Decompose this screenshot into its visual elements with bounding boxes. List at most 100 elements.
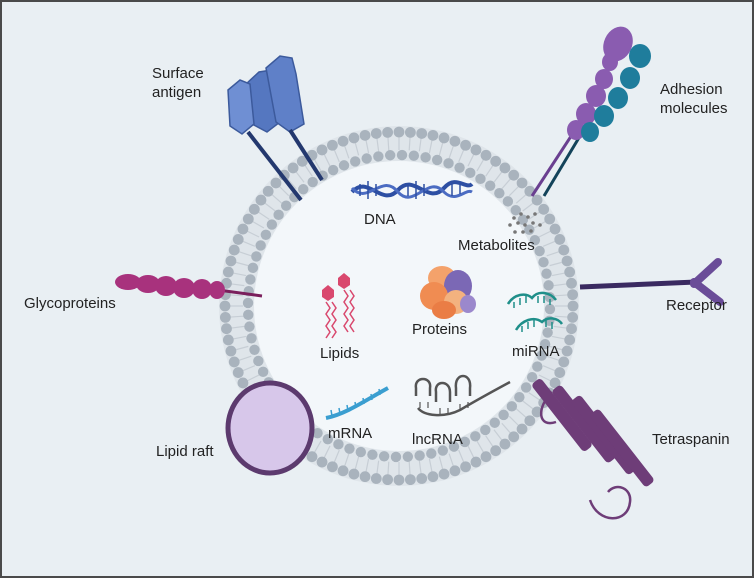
lipid-head-outer bbox=[262, 185, 274, 197]
lipid-head-outer bbox=[228, 356, 240, 368]
lipid-head-outer bbox=[531, 194, 543, 206]
lipids-icon bbox=[322, 273, 355, 339]
lipid-head-inner bbox=[494, 187, 505, 199]
lipid-head-inner bbox=[414, 450, 425, 461]
lipid-head-inner bbox=[532, 361, 543, 372]
label-adhesion-molecules: Adhesion molecules bbox=[660, 81, 728, 117]
label-lipids: Lipids bbox=[320, 345, 360, 362]
lipid-head-inner bbox=[514, 391, 525, 403]
lipid-tail bbox=[230, 315, 244, 318]
lipid-tail bbox=[428, 458, 433, 472]
lipid-tail bbox=[476, 440, 485, 453]
membrane-lipid-heads bbox=[219, 126, 579, 486]
lipid-head-inner bbox=[327, 164, 339, 176]
mrna-icon bbox=[325, 386, 389, 420]
lipid-head-inner bbox=[344, 443, 355, 454]
lipid-tail bbox=[418, 460, 422, 474]
lipid-head-outer bbox=[222, 266, 234, 278]
dna-icon bbox=[350, 180, 474, 199]
lipid-head-outer bbox=[544, 213, 556, 225]
surface-antigen-icon bbox=[227, 55, 324, 202]
receptor-icon bbox=[579, 258, 724, 306]
lipid-tail bbox=[448, 453, 454, 467]
lipid-head-outer bbox=[470, 456, 482, 468]
lipid-head-inner bbox=[437, 445, 448, 456]
lipid-tail bbox=[344, 453, 350, 467]
lipid-head-outer bbox=[567, 311, 579, 323]
lipid-head-outer bbox=[219, 311, 231, 323]
lipid-head-inner bbox=[484, 180, 496, 191]
lipid-tail bbox=[365, 458, 370, 472]
lipid-tail bbox=[448, 145, 454, 159]
lipid-head-inner bbox=[333, 439, 344, 450]
lipid-tail bbox=[376, 138, 380, 152]
lipid-head-outer bbox=[567, 300, 579, 312]
lipid-head-inner bbox=[480, 424, 491, 436]
lipid-head-outer bbox=[427, 471, 439, 483]
lipid-head-inner bbox=[378, 451, 390, 462]
lipid-head-outer bbox=[337, 135, 349, 147]
lipid-tail bbox=[279, 186, 290, 197]
lipid-tail bbox=[493, 429, 503, 441]
lipid-tail bbox=[323, 445, 331, 458]
lipid-head-outer bbox=[316, 456, 328, 468]
exosome-diagram bbox=[115, 26, 724, 520]
lipid-head-inner bbox=[253, 355, 264, 367]
lipid-head-outer bbox=[337, 465, 349, 477]
lipid-tail bbox=[522, 400, 534, 410]
lipid-tail bbox=[546, 251, 560, 257]
lipid-head-outer bbox=[449, 465, 461, 477]
metabolites-icon bbox=[508, 212, 542, 234]
lipid-tail bbox=[242, 365, 256, 372]
lipid-head-outer bbox=[549, 223, 561, 235]
lipid-head-outer bbox=[237, 377, 249, 389]
lipid-head-outer bbox=[404, 474, 416, 486]
lipid-head-outer bbox=[287, 162, 299, 174]
lipid-head-inner bbox=[539, 338, 551, 350]
lipid-tail bbox=[304, 165, 313, 177]
lipid-tail bbox=[313, 159, 322, 172]
lipid-head-inner bbox=[260, 229, 272, 240]
lipid-head-outer bbox=[242, 213, 254, 225]
lipid-head-outer bbox=[549, 377, 561, 389]
lipid-head-outer bbox=[221, 323, 232, 335]
lipid-head-outer bbox=[564, 334, 576, 346]
lipid-head-outer bbox=[222, 334, 234, 346]
lipid-tail bbox=[508, 186, 519, 197]
lipid-tail bbox=[418, 138, 422, 152]
lipid-tail bbox=[376, 460, 380, 474]
lipid-tail bbox=[528, 392, 540, 401]
lipid-tail bbox=[546, 355, 560, 361]
lipid-head-outer bbox=[554, 367, 566, 378]
lipid-tail bbox=[408, 461, 411, 475]
lipid-head-outer bbox=[393, 126, 405, 138]
lipid-tail bbox=[515, 194, 527, 204]
lipid-tail bbox=[428, 140, 433, 154]
lipid-head-inner bbox=[448, 441, 460, 452]
lipid-head-outer bbox=[558, 244, 570, 256]
label-glycoproteins: Glycoproteins bbox=[24, 295, 116, 312]
lipid-head-outer bbox=[225, 345, 237, 357]
lipid-head-inner bbox=[242, 297, 254, 309]
lipid-head-outer bbox=[564, 266, 576, 278]
lipid-tail bbox=[333, 449, 340, 463]
mirna-icon bbox=[506, 291, 564, 332]
lipid-head-inner bbox=[384, 150, 396, 161]
lipid-head-outer bbox=[499, 438, 511, 450]
lipid-head-inner bbox=[470, 431, 481, 442]
lipid-head-inner bbox=[266, 219, 278, 230]
lipid-tail bbox=[252, 220, 265, 229]
lipid-tail bbox=[247, 374, 260, 382]
lipid-tail bbox=[231, 325, 245, 329]
lipid-head-inner bbox=[541, 268, 552, 279]
lipid-head-outer bbox=[327, 461, 338, 473]
lipid-tail bbox=[485, 435, 494, 447]
lipid-head-outer bbox=[327, 139, 338, 151]
lipid-tail bbox=[365, 140, 370, 154]
lipid-head-outer bbox=[232, 367, 244, 378]
lipid-head-outer bbox=[561, 345, 573, 357]
lipid-head-inner bbox=[280, 200, 292, 211]
label-mirna: miRNA bbox=[512, 343, 560, 360]
lipid-head-inner bbox=[247, 262, 259, 274]
lipid-head-inner bbox=[536, 350, 547, 361]
